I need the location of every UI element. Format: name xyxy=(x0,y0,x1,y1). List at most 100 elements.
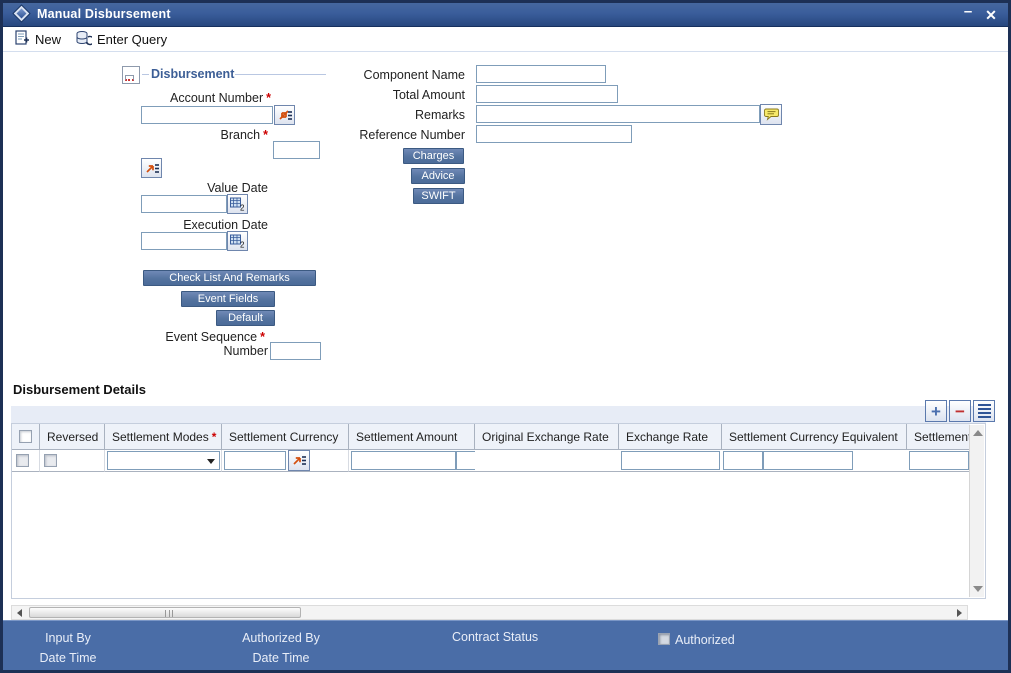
component-name-label: Component Name xyxy=(363,68,465,82)
row-reversed-cell xyxy=(40,450,105,472)
required-marker: * xyxy=(266,91,271,105)
row-original-exchange-rate-cell xyxy=(475,450,619,472)
grid-header-band xyxy=(11,406,986,423)
account-number-label: Account Number* xyxy=(170,91,271,105)
select-all-checkbox[interactable] xyxy=(19,430,32,443)
settlement-currency-equivalent-small-input[interactable] xyxy=(723,451,763,470)
account-number-lov-button[interactable] xyxy=(274,105,295,125)
scroll-down-icon[interactable] xyxy=(973,586,983,592)
execution-date-input[interactable] xyxy=(141,232,227,250)
required-marker: * xyxy=(263,128,268,142)
execution-date-label: Execution Date xyxy=(183,218,268,232)
new-button[interactable]: New xyxy=(14,30,61,49)
grid-add-row-button[interactable]: + xyxy=(925,400,947,422)
grid-delete-row-button[interactable]: − xyxy=(949,400,971,422)
exchange-rate-input[interactable] xyxy=(621,451,720,470)
branch-label: Branch* xyxy=(220,128,268,142)
branch-input[interactable] xyxy=(273,141,320,159)
settlement-amount-input[interactable] xyxy=(351,451,456,470)
settlement-clipped-input[interactable] xyxy=(909,451,969,470)
contract-status-label: Contract Status xyxy=(452,630,539,644)
grid-header-settlement-currency-equivalent: Settlement Currency Equivalent xyxy=(722,424,907,450)
section-title: Disbursement xyxy=(151,67,235,81)
minus-icon: − xyxy=(955,401,965,421)
advice-button[interactable]: Advice xyxy=(411,168,465,184)
enter-query-label: Enter Query xyxy=(97,32,168,47)
account-number-input[interactable] xyxy=(141,106,273,124)
settlement-currency-lov-button[interactable] xyxy=(288,450,310,471)
authorized-date-time-label: Date Time xyxy=(252,651,310,665)
reference-number-input[interactable] xyxy=(476,125,632,143)
disbursement-details-grid: Reversed Settlement Modes* Settlement Cu… xyxy=(11,423,986,599)
scroll-right-icon[interactable] xyxy=(957,609,962,617)
list-icon xyxy=(977,402,991,420)
query-database-icon xyxy=(75,30,95,49)
total-amount-input[interactable] xyxy=(476,85,618,103)
new-button-label: New xyxy=(35,32,62,47)
authorized-by-label: Authorized By xyxy=(242,631,320,645)
authorized-checkbox[interactable] xyxy=(658,633,670,645)
grid-single-view-button[interactable] xyxy=(973,400,995,422)
remarks-label: Remarks xyxy=(414,108,465,122)
close-button[interactable]: ✕ xyxy=(985,7,997,23)
plus-icon: + xyxy=(931,401,941,421)
row-select-cell xyxy=(12,450,40,472)
window-title: Manual Disbursement xyxy=(37,7,171,21)
input-by-label: Input By xyxy=(45,631,91,645)
event-sequence-number-input[interactable] xyxy=(270,342,321,360)
grid-header-settlement-modes: Settlement Modes* xyxy=(105,424,222,450)
grid-header-reversed: Reversed xyxy=(40,424,105,450)
chevron-down-icon xyxy=(207,459,215,464)
charges-button[interactable]: Charges xyxy=(403,148,464,164)
calendar-sub-glyph: 2 xyxy=(240,204,245,212)
group-line-left xyxy=(142,74,149,75)
reversed-checkbox[interactable] xyxy=(44,454,57,467)
group-line-right xyxy=(235,74,326,75)
row-settlement-amount-cell xyxy=(349,450,493,472)
required-marker: * xyxy=(211,429,217,444)
details-section-title: Disbursement Details xyxy=(13,382,146,397)
minimize-button[interactable]: – xyxy=(963,3,973,20)
scroll-up-icon[interactable] xyxy=(973,430,983,436)
toolbar: New Enter Query xyxy=(3,27,1008,52)
thumb-grip-icon xyxy=(165,610,173,617)
event-sequence-label-line2: Number xyxy=(223,344,268,358)
status-footer: Input By Date Time Authorized By Date Ti… xyxy=(3,620,1008,670)
event-fields-button[interactable]: Event Fields xyxy=(181,291,275,307)
section-form-icon xyxy=(122,66,140,84)
hscroll-thumb[interactable] xyxy=(29,607,301,618)
check-list-and-remarks-button[interactable]: Check List And Remarks xyxy=(143,270,316,286)
branch-lov-button[interactable] xyxy=(141,158,162,178)
execution-date-calendar-button[interactable]: 2 xyxy=(227,231,248,251)
required-marker: * xyxy=(260,330,265,344)
value-date-input[interactable] xyxy=(141,195,227,213)
authorized-label: Authorized xyxy=(675,633,735,647)
settlement-currency-equivalent-input[interactable] xyxy=(763,451,853,470)
reference-number-label: Reference Number xyxy=(359,128,465,142)
grid-vertical-scrollbar[interactable] xyxy=(969,425,984,597)
row-exchange-rate-cell xyxy=(619,450,722,472)
grid-header-exchange-rate: Exchange Rate xyxy=(619,424,722,450)
swift-button[interactable]: SWIFT xyxy=(413,188,464,204)
grid-header-settlement-clipped: Settlement xyxy=(907,424,970,450)
enter-query-button[interactable]: Enter Query xyxy=(75,30,167,49)
settlement-currency-input[interactable] xyxy=(224,451,286,470)
remarks-balloon-button[interactable] xyxy=(760,104,782,125)
scroll-left-icon[interactable] xyxy=(17,609,22,617)
row-settlement-currency-cell xyxy=(222,450,349,472)
total-amount-label: Total Amount xyxy=(392,88,465,102)
row-settlement-modes-cell xyxy=(105,450,222,472)
grid-header-settlement-currency: Settlement Currency xyxy=(222,424,349,450)
row-select-checkbox[interactable] xyxy=(16,454,29,467)
grid-horizontal-scrollbar[interactable] xyxy=(11,605,968,620)
value-date-calendar-button[interactable]: 2 xyxy=(227,194,248,214)
event-sequence-label-line1: Event Sequence* xyxy=(165,330,265,344)
settlement-modes-select[interactable] xyxy=(107,451,220,470)
input-date-time-label: Date Time xyxy=(39,651,97,665)
remarks-input[interactable] xyxy=(476,105,760,123)
default-button[interactable]: Default xyxy=(216,310,275,326)
component-name-input[interactable] xyxy=(476,65,606,83)
grid-header-settlement-amount: Settlement Amount xyxy=(349,424,475,450)
value-date-label: Value Date xyxy=(207,181,268,195)
